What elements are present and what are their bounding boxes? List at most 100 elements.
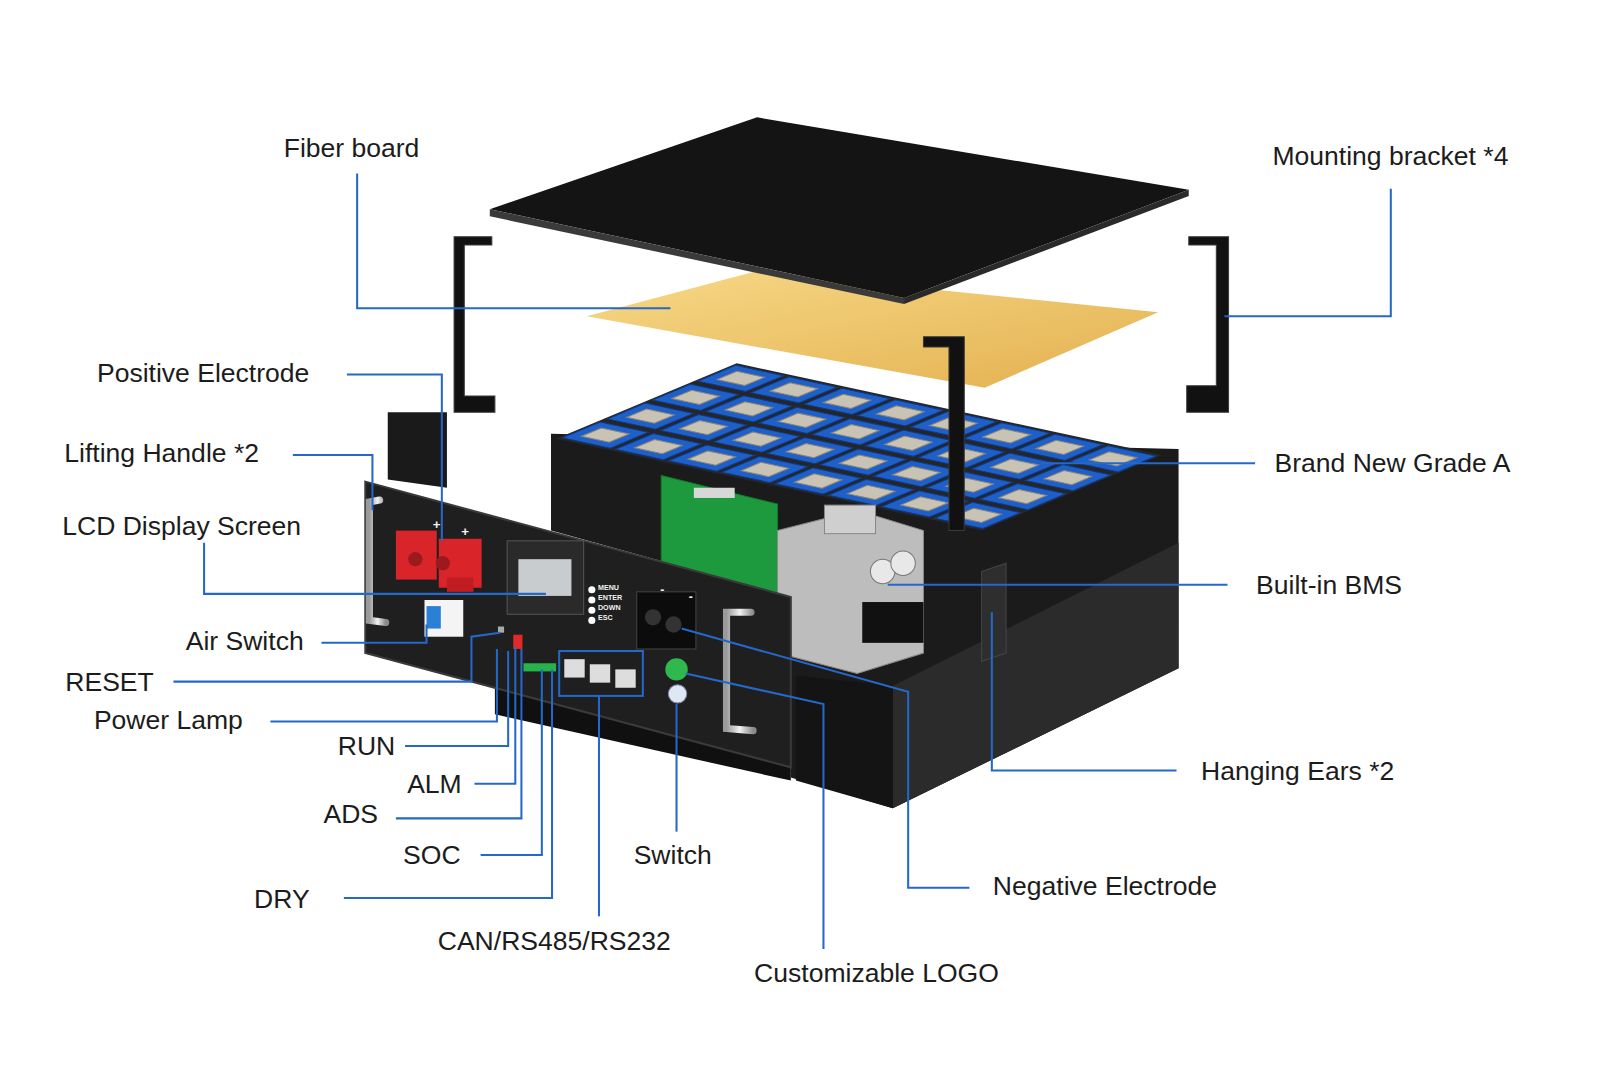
battery-cells [847, 485, 895, 499]
battery-cells [885, 436, 933, 450]
callout-label: SOC [403, 842, 460, 869]
battery-cells [1025, 465, 1111, 491]
panel-marking: - [689, 591, 693, 603]
leader-line [474, 647, 515, 784]
front-panel [645, 609, 661, 625]
battery-cells [999, 489, 1047, 503]
battery-cells [794, 474, 842, 488]
battery-cells [778, 413, 826, 427]
leader-line [347, 374, 442, 540]
case-body [893, 543, 1179, 808]
panel-marking: MENU [598, 583, 619, 590]
callout-label: DRY [254, 886, 310, 913]
callout-label: Power Lamp [94, 706, 243, 733]
front-panel [559, 651, 643, 696]
bms-board [694, 488, 735, 498]
battery-cells [1036, 440, 1084, 454]
leader-line [1041, 462, 1255, 464]
battery-cells [680, 421, 728, 435]
leader-line [1224, 189, 1390, 317]
front-panel [564, 659, 584, 677]
front-panel [424, 600, 463, 637]
mounting-bracket [454, 237, 1228, 531]
panel-marking: ENTER [598, 593, 622, 600]
battery-cells [893, 466, 941, 480]
front-panel [588, 596, 595, 603]
front-panel [498, 627, 504, 633]
leader-line [173, 173, 1390, 949]
battery-cells [582, 428, 630, 442]
front-panel [668, 685, 686, 703]
battery-cells [839, 455, 887, 469]
front-panel [665, 616, 681, 632]
battery-cells [935, 502, 1021, 528]
callout-label: Brand New Grade A [1274, 450, 1510, 477]
bms-board [862, 602, 923, 643]
callout-label: Negative Electrode [993, 872, 1217, 899]
bms-board [891, 551, 915, 575]
battery-cells [717, 371, 765, 385]
mounting-bracket [1187, 237, 1229, 413]
callout-label: LCD Display Screen [62, 512, 301, 539]
front-panel [365, 482, 791, 768]
callout-label: Hanging Ears *2 [1201, 757, 1394, 784]
battery-cells [983, 429, 1031, 443]
callout-label: Switch [634, 842, 712, 869]
front-panel [447, 578, 474, 592]
front-panel [588, 617, 595, 624]
mounting-bracket [923, 337, 964, 531]
case-body [551, 434, 1179, 808]
panel-marking: - [660, 584, 664, 596]
front-panel [365, 412, 791, 767]
battery-cells [877, 406, 925, 420]
front-panel [436, 556, 450, 570]
leader-line [270, 649, 497, 721]
battery-cells [635, 439, 683, 453]
front-panel [396, 531, 437, 580]
top-lid [490, 117, 1189, 304]
front-panel [427, 606, 441, 628]
front-panel [588, 586, 595, 593]
lifting-handle [727, 612, 754, 730]
leader-line [396, 649, 522, 818]
leader-line [481, 669, 542, 855]
callout-label: Positive Electrode [97, 359, 309, 386]
top-lid [904, 190, 1189, 304]
panel-marking: ESC [598, 614, 613, 621]
callout-label: ALM [407, 770, 462, 797]
front-panel [665, 658, 687, 680]
callout-label: ADS [323, 801, 378, 828]
leader-line [293, 455, 373, 510]
leader-line [686, 673, 824, 949]
leader-line [992, 612, 1177, 770]
leader-line [321, 624, 426, 642]
callout-label: Built-in BMS [1256, 571, 1402, 598]
callout-label: Mounting bracket *4 [1272, 143, 1508, 170]
battery-cells [991, 459, 1039, 473]
front-panel [518, 559, 571, 596]
lifting-handle [369, 500, 385, 622]
callout-label: Customizable LOGO [754, 959, 999, 986]
callout-label: Fiber board [284, 135, 420, 162]
lifting-handle [369, 500, 753, 731]
callout-label: Air Switch [186, 628, 304, 655]
panel-marking: + [461, 524, 469, 537]
battery-cells [770, 383, 818, 397]
hanging-ear [982, 563, 1006, 661]
battery-cells [786, 443, 834, 457]
callout-label: RUN [338, 733, 395, 760]
front-panel [590, 664, 610, 682]
leader-line [405, 651, 508, 746]
top-lid [490, 117, 1189, 298]
leader-line [888, 584, 1228, 586]
leader-line [357, 173, 670, 308]
front-panel [388, 412, 447, 488]
hanging-ear [982, 563, 1006, 661]
front-panel [408, 552, 422, 566]
leader-line [676, 704, 678, 832]
battery-cells [980, 483, 1066, 509]
panel-marking: + [433, 517, 441, 530]
case-body [796, 676, 893, 809]
bms-board [778, 510, 924, 673]
